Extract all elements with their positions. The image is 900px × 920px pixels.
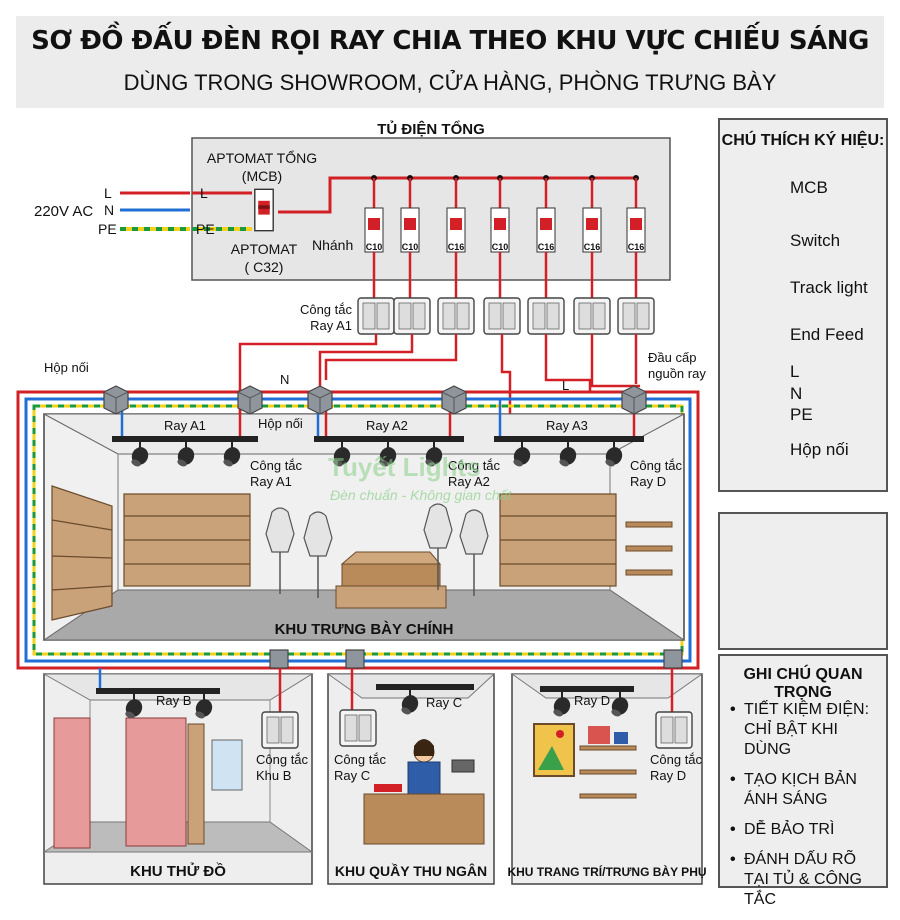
- panel-pe-label: PE: [196, 221, 215, 237]
- note-item: ĐÁNH DẤU RÕ TẠI TỦ & CÔNG TẮC: [728, 850, 884, 910]
- label-line: Công tắc: [650, 752, 703, 767]
- legend-track-light: Track light: [790, 278, 868, 297]
- main-breaker-sub: (MCB): [242, 168, 282, 184]
- legend-n: N: [790, 384, 803, 403]
- main-mcb: [254, 188, 274, 232]
- watermark-brand: Tuyết Lights: [328, 452, 481, 482]
- zone-b-rail: Ray B: [156, 693, 191, 708]
- zone-c: [326, 668, 496, 885]
- zone-b: [42, 668, 314, 885]
- note-item: DỄ BẢO TRÌ: [728, 820, 884, 840]
- rail-a3-label: Ray A3: [546, 418, 588, 433]
- zone-c-rail: Ray C: [426, 695, 462, 710]
- note-item: TẠO KỊCH BẢN ÁNH SÁNG: [728, 770, 884, 810]
- label-line: Công tắc: [448, 458, 501, 473]
- breaker-rating-5: C16: [538, 242, 555, 252]
- supply-label: 220V AC: [34, 203, 93, 220]
- label-line: Công tắc: [630, 458, 683, 473]
- label-line: Công tắc: [256, 752, 309, 767]
- breaker-ratings: C10 C10 C16 C10 C16 C16 C16: [366, 242, 645, 252]
- page-subtitle: DÙNG TRONG SHOWROOM, CỬA HÀNG, PHÒNG TRƯ…: [123, 70, 777, 95]
- label-line: Đầu cấp: [648, 350, 696, 365]
- breaker-rating-value: ( C32): [245, 259, 284, 275]
- wiring-diagram: TỦ ĐIỆN TỔNG APTOMAT TỔNG (MCB) APTOMAT …: [16, 120, 871, 885]
- title-band: SƠ ĐỒ ĐẤU ĐÈN RỌI RAY CHIA THEO KHU VỰC …: [16, 16, 884, 108]
- branch-label: Nhánh: [312, 237, 353, 253]
- switch-row: [357, 297, 655, 335]
- legend-junction-box: Hộp nối: [790, 440, 849, 459]
- legend-panel: CHÚ THÍCH KÝ HIỆU:: [718, 118, 888, 492]
- note-item: TIẾT KIỆM ĐIỆN: CHỈ BẬT KHI DÙNG: [728, 700, 884, 760]
- notes-list: TIẾT KIỆM ĐIỆN: CHỈ BẬT KHI DÙNG TẠO KỊC…: [728, 700, 884, 920]
- legend-title: CHÚ THÍCH KÝ HIỆU:: [721, 132, 885, 149]
- label-line: nguồn ray: [648, 366, 706, 381]
- legend-mcb: MCB: [790, 178, 828, 197]
- breaker-rating-1: C10: [366, 242, 383, 252]
- rail-a2: [314, 436, 464, 469]
- zone-d-name: KHU TRANG TRÍ/TRƯNG BÀY PHỤ: [507, 864, 706, 879]
- page-title: SƠ ĐỒ ĐẤU ĐÈN RỌI RAY CHIA THEO KHU VỰC …: [31, 26, 869, 56]
- label-line: Ray A2: [448, 474, 490, 489]
- junction-box-left-label: Hộp nối: [44, 360, 89, 375]
- breaker-rating-7: C16: [628, 242, 645, 252]
- zone-b-name: KHU THỬ ĐỒ: [130, 862, 226, 880]
- zone-c-name: KHU QUẦY THU NGÂN: [335, 862, 487, 879]
- legend-end-feed: End Feed: [790, 325, 864, 344]
- supply-l: L: [104, 185, 112, 201]
- label-line: Ray A1: [310, 318, 352, 333]
- legend-pe: PE: [790, 405, 813, 424]
- watermark-slogan: Đèn chuẩn - Không gian chất: [330, 487, 512, 503]
- label-line: Ray D: [630, 474, 666, 489]
- n-wire-label: N: [280, 372, 289, 387]
- main-breaker-label: APTOMAT TỔNG: [207, 149, 317, 166]
- rail-a2-label: Ray A2: [366, 418, 408, 433]
- zone-d-rail: Ray D: [574, 693, 610, 708]
- panel-title: TỦ ĐIỆN TỔNG: [377, 120, 485, 138]
- label-line: Công tắc: [250, 458, 303, 473]
- zone-d: [510, 668, 704, 885]
- legend-switch: Switch: [790, 231, 841, 250]
- breaker-rating-4: C10: [492, 242, 509, 252]
- rail-a1: [112, 436, 258, 469]
- notes-title: GHI CHÚ QUAN TRỌNG: [743, 666, 863, 701]
- breaker-rating-3: C16: [448, 242, 465, 252]
- rail-a1-label: Ray A1: [164, 418, 206, 433]
- breaker-rating-6: C16: [584, 242, 601, 252]
- supply-n: N: [104, 202, 114, 218]
- breaker-rating-2: C10: [402, 242, 419, 252]
- supply-lines: [120, 191, 190, 231]
- breaker-rating-label: APTOMAT: [231, 241, 298, 257]
- legend-l: L: [790, 362, 800, 381]
- panel-l-label: L: [200, 185, 208, 201]
- label-line: Khu B: [256, 768, 291, 783]
- label-line: Ray A1: [250, 474, 292, 489]
- rail-a3: [494, 436, 644, 469]
- junction-box-mid-label: Hộp nối: [258, 416, 303, 431]
- detail-panel: [718, 512, 888, 650]
- main-room-name: KHU TRƯNG BÀY CHÍNH: [275, 621, 454, 638]
- notes-panel: GHI CHÚ QUAN TRỌNG TIẾT KIỆM ĐIỆN: CHỈ B…: [718, 654, 888, 908]
- l-wire-label: L: [562, 378, 569, 393]
- label-line: Công tắc: [300, 302, 353, 317]
- label-line: Công tắc: [334, 752, 387, 767]
- main-room: [42, 413, 686, 641]
- label-line: Ray C: [334, 768, 370, 783]
- supply-pe: PE: [98, 221, 117, 237]
- label-line: Ray D: [650, 768, 686, 783]
